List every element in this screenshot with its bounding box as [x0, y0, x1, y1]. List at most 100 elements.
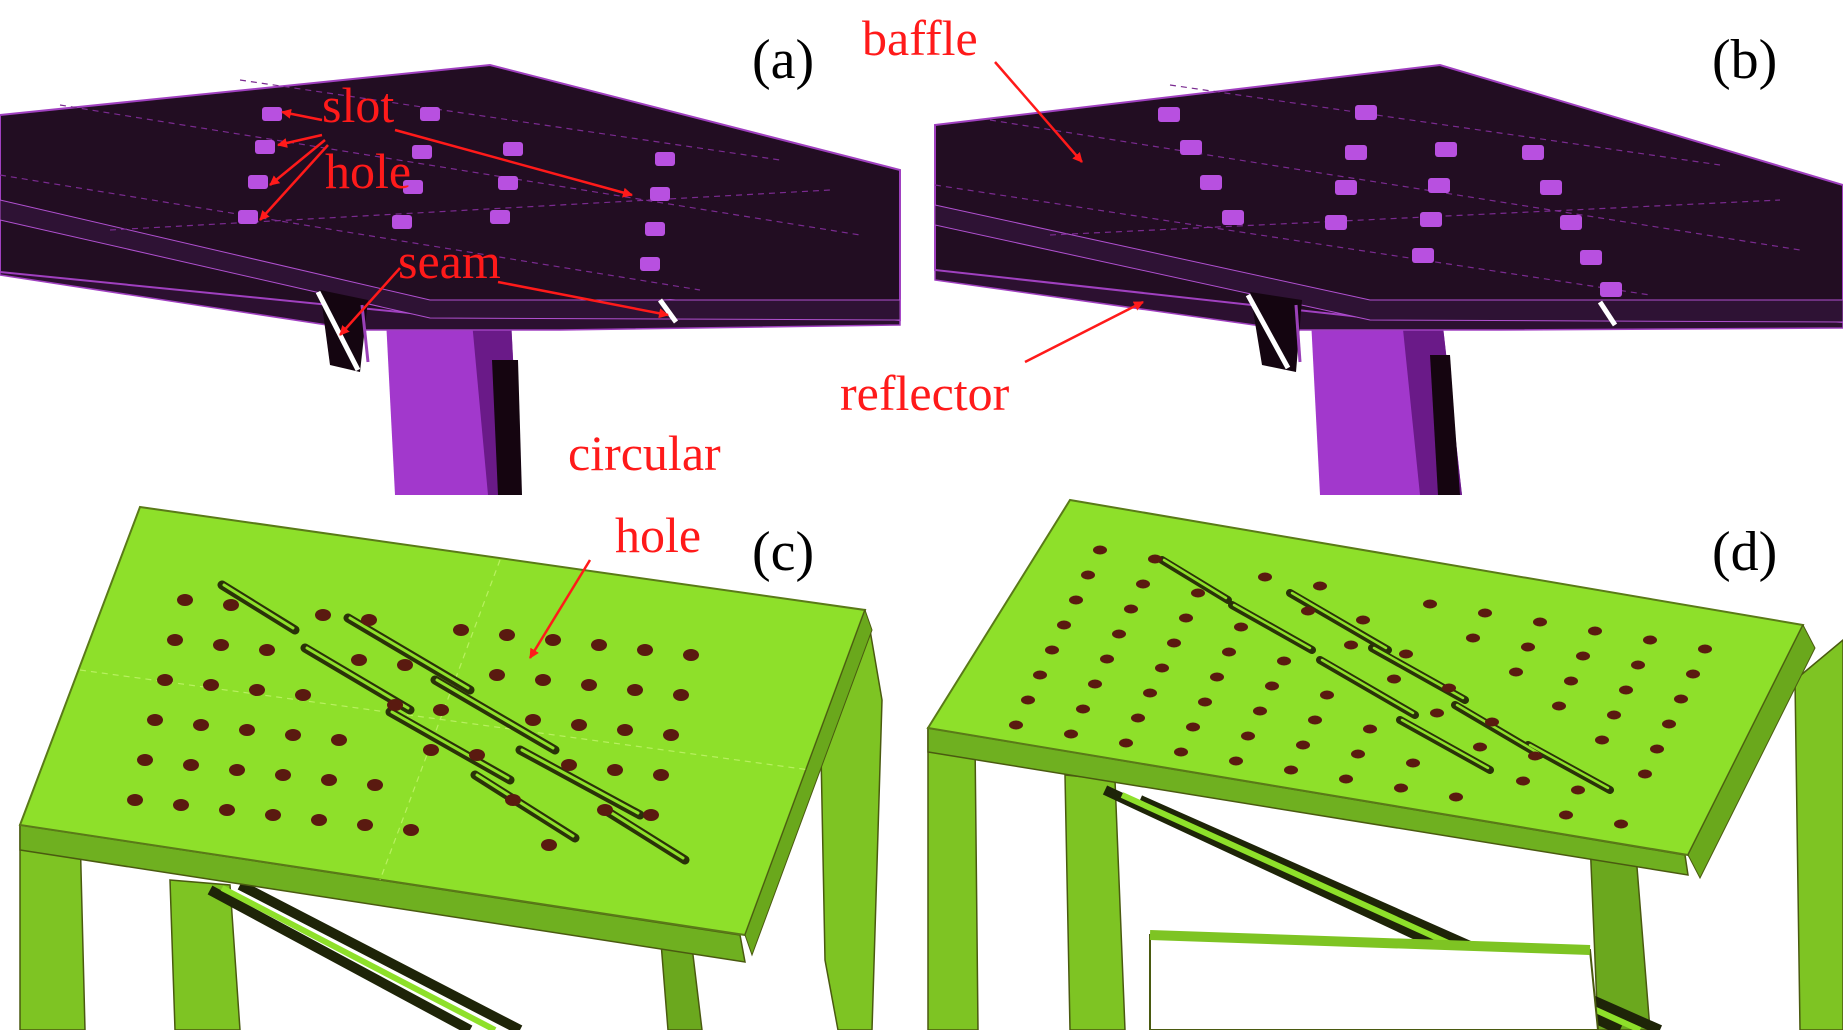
circular-hole [663, 729, 679, 741]
circular-holes-c [127, 594, 699, 851]
circular-hole [1576, 651, 1590, 661]
slot-hole [1355, 105, 1377, 120]
slot-hole [503, 142, 523, 156]
plate-edge-b [934, 204, 1843, 323]
circular-hole [673, 689, 689, 701]
annotation-reflector: reflector [840, 365, 1010, 421]
circular-hole [275, 769, 291, 781]
circular-hole [1148, 554, 1162, 564]
arrow-seam-1 [339, 267, 401, 336]
slot-hole [1580, 250, 1602, 265]
slots-d-inner [1162, 558, 1610, 790]
slot-inner [348, 616, 470, 690]
circular-hole [1571, 785, 1585, 795]
circular-holes-d [1009, 545, 1712, 829]
circular-hole [1143, 688, 1157, 698]
arrow-seam-2 [497, 280, 669, 319]
circular-hole [1344, 640, 1358, 650]
circular-hole [1277, 656, 1291, 666]
circular-hole [1351, 749, 1365, 759]
arrows-a [259, 108, 669, 336]
circular-hole [403, 824, 419, 836]
slot-hole [1200, 175, 1222, 190]
circular-hole [453, 624, 469, 636]
slot-inner [305, 646, 410, 710]
circular-hole [1009, 720, 1023, 730]
circular-hole [1686, 669, 1700, 679]
v-notch-a-edge [315, 290, 361, 372]
circular-hole [1559, 810, 1573, 820]
circular-hole [137, 754, 153, 766]
slot-inner [222, 583, 295, 630]
slot-inner [520, 748, 640, 815]
panel-c: (c) circular hole [18, 425, 883, 1030]
slot-inner [1528, 743, 1610, 790]
circular-hole [637, 644, 653, 656]
circular-hole [223, 599, 239, 611]
slot-inner [1400, 718, 1490, 770]
circular-hole [219, 804, 235, 816]
circular-hole [1265, 681, 1279, 691]
circular-hole [683, 649, 699, 661]
slot-inner [605, 808, 685, 860]
circular-hole [1643, 635, 1657, 645]
annotation-slot: slot [322, 77, 394, 133]
plate-side-c [744, 608, 873, 957]
slot-hole [1335, 180, 1357, 195]
circular-hole [1399, 649, 1413, 659]
circular-hole [1313, 581, 1327, 591]
circular-hole [1057, 620, 1071, 630]
circular-hole [1064, 729, 1078, 739]
slots-c-inner [222, 583, 685, 860]
slot-hole [490, 210, 510, 224]
circular-hole [597, 804, 613, 816]
circular-hole [1552, 701, 1566, 711]
circular-hole [1131, 713, 1145, 723]
circular-hole [1234, 622, 1248, 632]
circular-hole [653, 769, 669, 781]
circular-hole [311, 814, 327, 826]
circular-hole [193, 719, 209, 731]
circular-hole [1466, 633, 1480, 643]
plate-top-d [926, 498, 1805, 857]
slot-hole [1325, 215, 1347, 230]
plate-side-d [1687, 623, 1816, 880]
circular-hole [591, 639, 607, 651]
circular-hole [213, 639, 229, 651]
circular-hole [167, 634, 183, 646]
baffle-model-b [934, 63, 1843, 495]
v-notch-a-edge2 [360, 304, 370, 363]
slot-holes-b [1158, 105, 1622, 297]
slot-inner [1455, 703, 1540, 755]
plate-edge-a [0, 199, 901, 321]
circular-hole [315, 609, 331, 621]
circular-hole [561, 759, 577, 771]
circular-hole [1521, 642, 1535, 652]
circular-hole [351, 654, 367, 666]
circular-hole [147, 714, 163, 726]
circular-hole [1339, 774, 1353, 784]
slot-hole [420, 107, 440, 121]
arrows-b [994, 61, 1144, 364]
annotation-baffle: baffle [862, 10, 978, 66]
circular-hole [1284, 765, 1298, 775]
circular-hole [1595, 735, 1609, 745]
circular-hole [1674, 694, 1688, 704]
circular-hole [259, 644, 275, 656]
circular-hole [1033, 670, 1047, 680]
circular-hole [1631, 660, 1645, 670]
circular-hole [239, 724, 255, 736]
circular-hole [489, 669, 505, 681]
circular-hole [1478, 608, 1492, 618]
slot-inner [475, 773, 575, 838]
circular-hole [423, 744, 439, 756]
slot-inner [1320, 658, 1415, 715]
slot-inner [390, 710, 510, 780]
circular-hole [1093, 545, 1107, 555]
slot-hole [1428, 178, 1450, 193]
slot-hole [262, 107, 282, 121]
circular-hole [361, 614, 377, 626]
circular-hole [1155, 663, 1169, 673]
